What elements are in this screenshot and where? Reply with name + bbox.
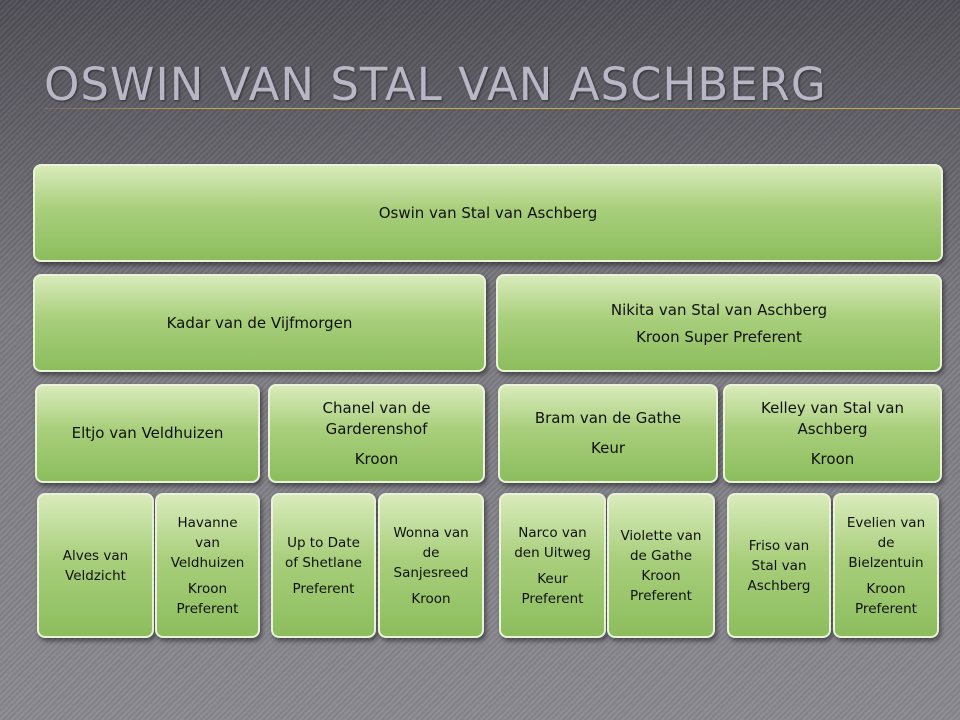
node-dam-predicate: Kroon Super Preferent [636,327,802,346]
node-sire-sire: Eltjo van Veldhuizen [35,384,260,483]
node-sire-name: Kadar van de Vijfmorgen [166,314,353,332]
node-sire-dam-predicate: Kroon [354,449,399,468]
node-gg-5-predicate-1: Keur [537,570,568,587]
node-gg-3-name-2: of Shetlane [285,554,362,571]
node-dam: Nikita van Stal van Aschberg Kroon Super… [496,274,942,372]
node-gg-7-name-2: Stal van [751,557,807,574]
node-gg-8-name-3: Bielzentuin [848,554,924,571]
node-gg-4-predicate-1: Kroon [411,590,451,607]
node-gg-7: Friso van Stal van Aschberg [727,493,831,638]
node-gg-6: Violette van de Gathe Kroon Preferent [607,493,715,638]
node-dam-dam: Kelley van Stal van Aschberg Kroon [723,384,942,483]
node-gg-2-name-2: van [195,534,220,551]
node-dam-dam-predicate: Kroon [810,449,855,468]
node-sire-sire-name: Eltjo van Veldhuizen [71,424,224,442]
node-gg-3-name-1: Up to Date [287,534,360,551]
node-gg-2-predicate-1: Kroon [187,580,228,597]
node-gg-8-name-1: Evelien van [846,514,926,531]
node-dam-name: Nikita van Stal van Aschberg [610,300,828,319]
node-gg-2-predicate-2: Preferent [176,600,239,617]
node-gg-7-name-3: Aschberg [747,577,811,594]
node-gg-2-name-3: Veldhuizen [170,554,245,571]
node-gg-1-name-1: Alves van [62,547,129,564]
node-gg-8-name-2: de [877,534,895,551]
node-dam-sire: Bram van de Gathe Keur [498,384,718,483]
node-root: Oswin van Stal van Aschberg [33,164,943,262]
slide-title: OSWIN VAN STAL VAN ASCHBERG [44,58,827,111]
node-gg-3-predicate-1: Preferent [292,580,355,597]
node-gg-5-predicate-2: Preferent [521,590,584,607]
node-sire-dam-name-1: Chanel van de [322,398,431,417]
node-gg-8-predicate-2: Preferent [855,600,917,617]
node-gg-6-name-1: Violette van [620,527,702,544]
node-gg-7-name-1: Friso van [748,537,810,554]
node-gg-4-name-2: de [422,544,440,561]
node-sire: Kadar van de Vijfmorgen [33,274,486,372]
node-dam-dam-name-1: Kelley van Stal van [761,398,904,417]
node-dam-dam-name-2: Aschberg [797,419,868,438]
node-gg-4: Wonna van de Sanjesreed Kroon [378,493,484,638]
node-gg-5: Narco van den Uitweg Keur Preferent [499,493,606,638]
node-root-name: Oswin van Stal van Aschberg [378,204,598,222]
node-gg-3: Up to Date of Shetlane Preferent [271,493,376,638]
node-gg-1: Alves van Veldzicht [37,493,154,638]
node-gg-2-name-1: Havanne [177,514,238,531]
node-gg-4-name-1: Wonna van [393,524,469,541]
node-gg-4-name-3: Sanjesreed [393,564,469,581]
node-dam-sire-name: Bram van de Gathe [534,409,682,427]
node-gg-8-predicate-1: Kroon [866,580,906,597]
node-gg-8: Evelien van de Bielzentuin Kroon Prefere… [833,493,939,638]
node-gg-6-predicate-2: Preferent [630,587,692,604]
node-gg-2: Havanne van Veldhuizen Kroon Preferent [155,493,260,638]
node-gg-1-name-2: Veldzicht [65,567,126,584]
node-sire-dam-name-2: Garderenshof [325,419,428,438]
node-dam-sire-predicate: Keur [591,439,625,457]
node-gg-6-predicate-1: Kroon [641,567,681,584]
node-sire-dam: Chanel van de Garderenshof Kroon [268,384,485,483]
node-gg-5-name-1: Narco van [518,524,587,541]
title-underline [44,108,960,109]
node-gg-6-name-2: de Gathe [629,547,693,564]
node-gg-5-name-2: den Uitweg [514,544,591,561]
